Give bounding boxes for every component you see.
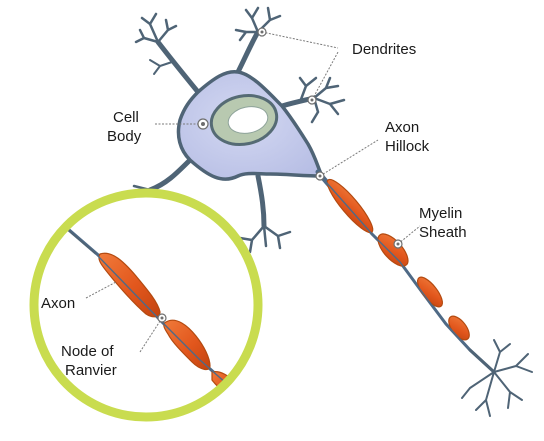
- axon-terminals: [462, 340, 532, 416]
- label-cell-body-line2: Body: [107, 128, 142, 145]
- axon: [318, 172, 494, 372]
- label-myelin-line1: Myelin: [419, 205, 462, 222]
- label-myelin-line2: Sheath: [419, 224, 467, 241]
- label-cell-body-line1: Cell: [113, 109, 139, 126]
- label-node-of-ranvier-line1: Node of: [61, 343, 114, 360]
- label-axon: Axon: [41, 295, 75, 312]
- label-axon-hillock-line1: Axon: [385, 119, 419, 136]
- label-node-of-ranvier-line2: Ranvier: [65, 362, 117, 379]
- label-dendrites: Dendrites: [352, 41, 416, 58]
- label-axon-hillock-line2: Hillock: [385, 138, 430, 155]
